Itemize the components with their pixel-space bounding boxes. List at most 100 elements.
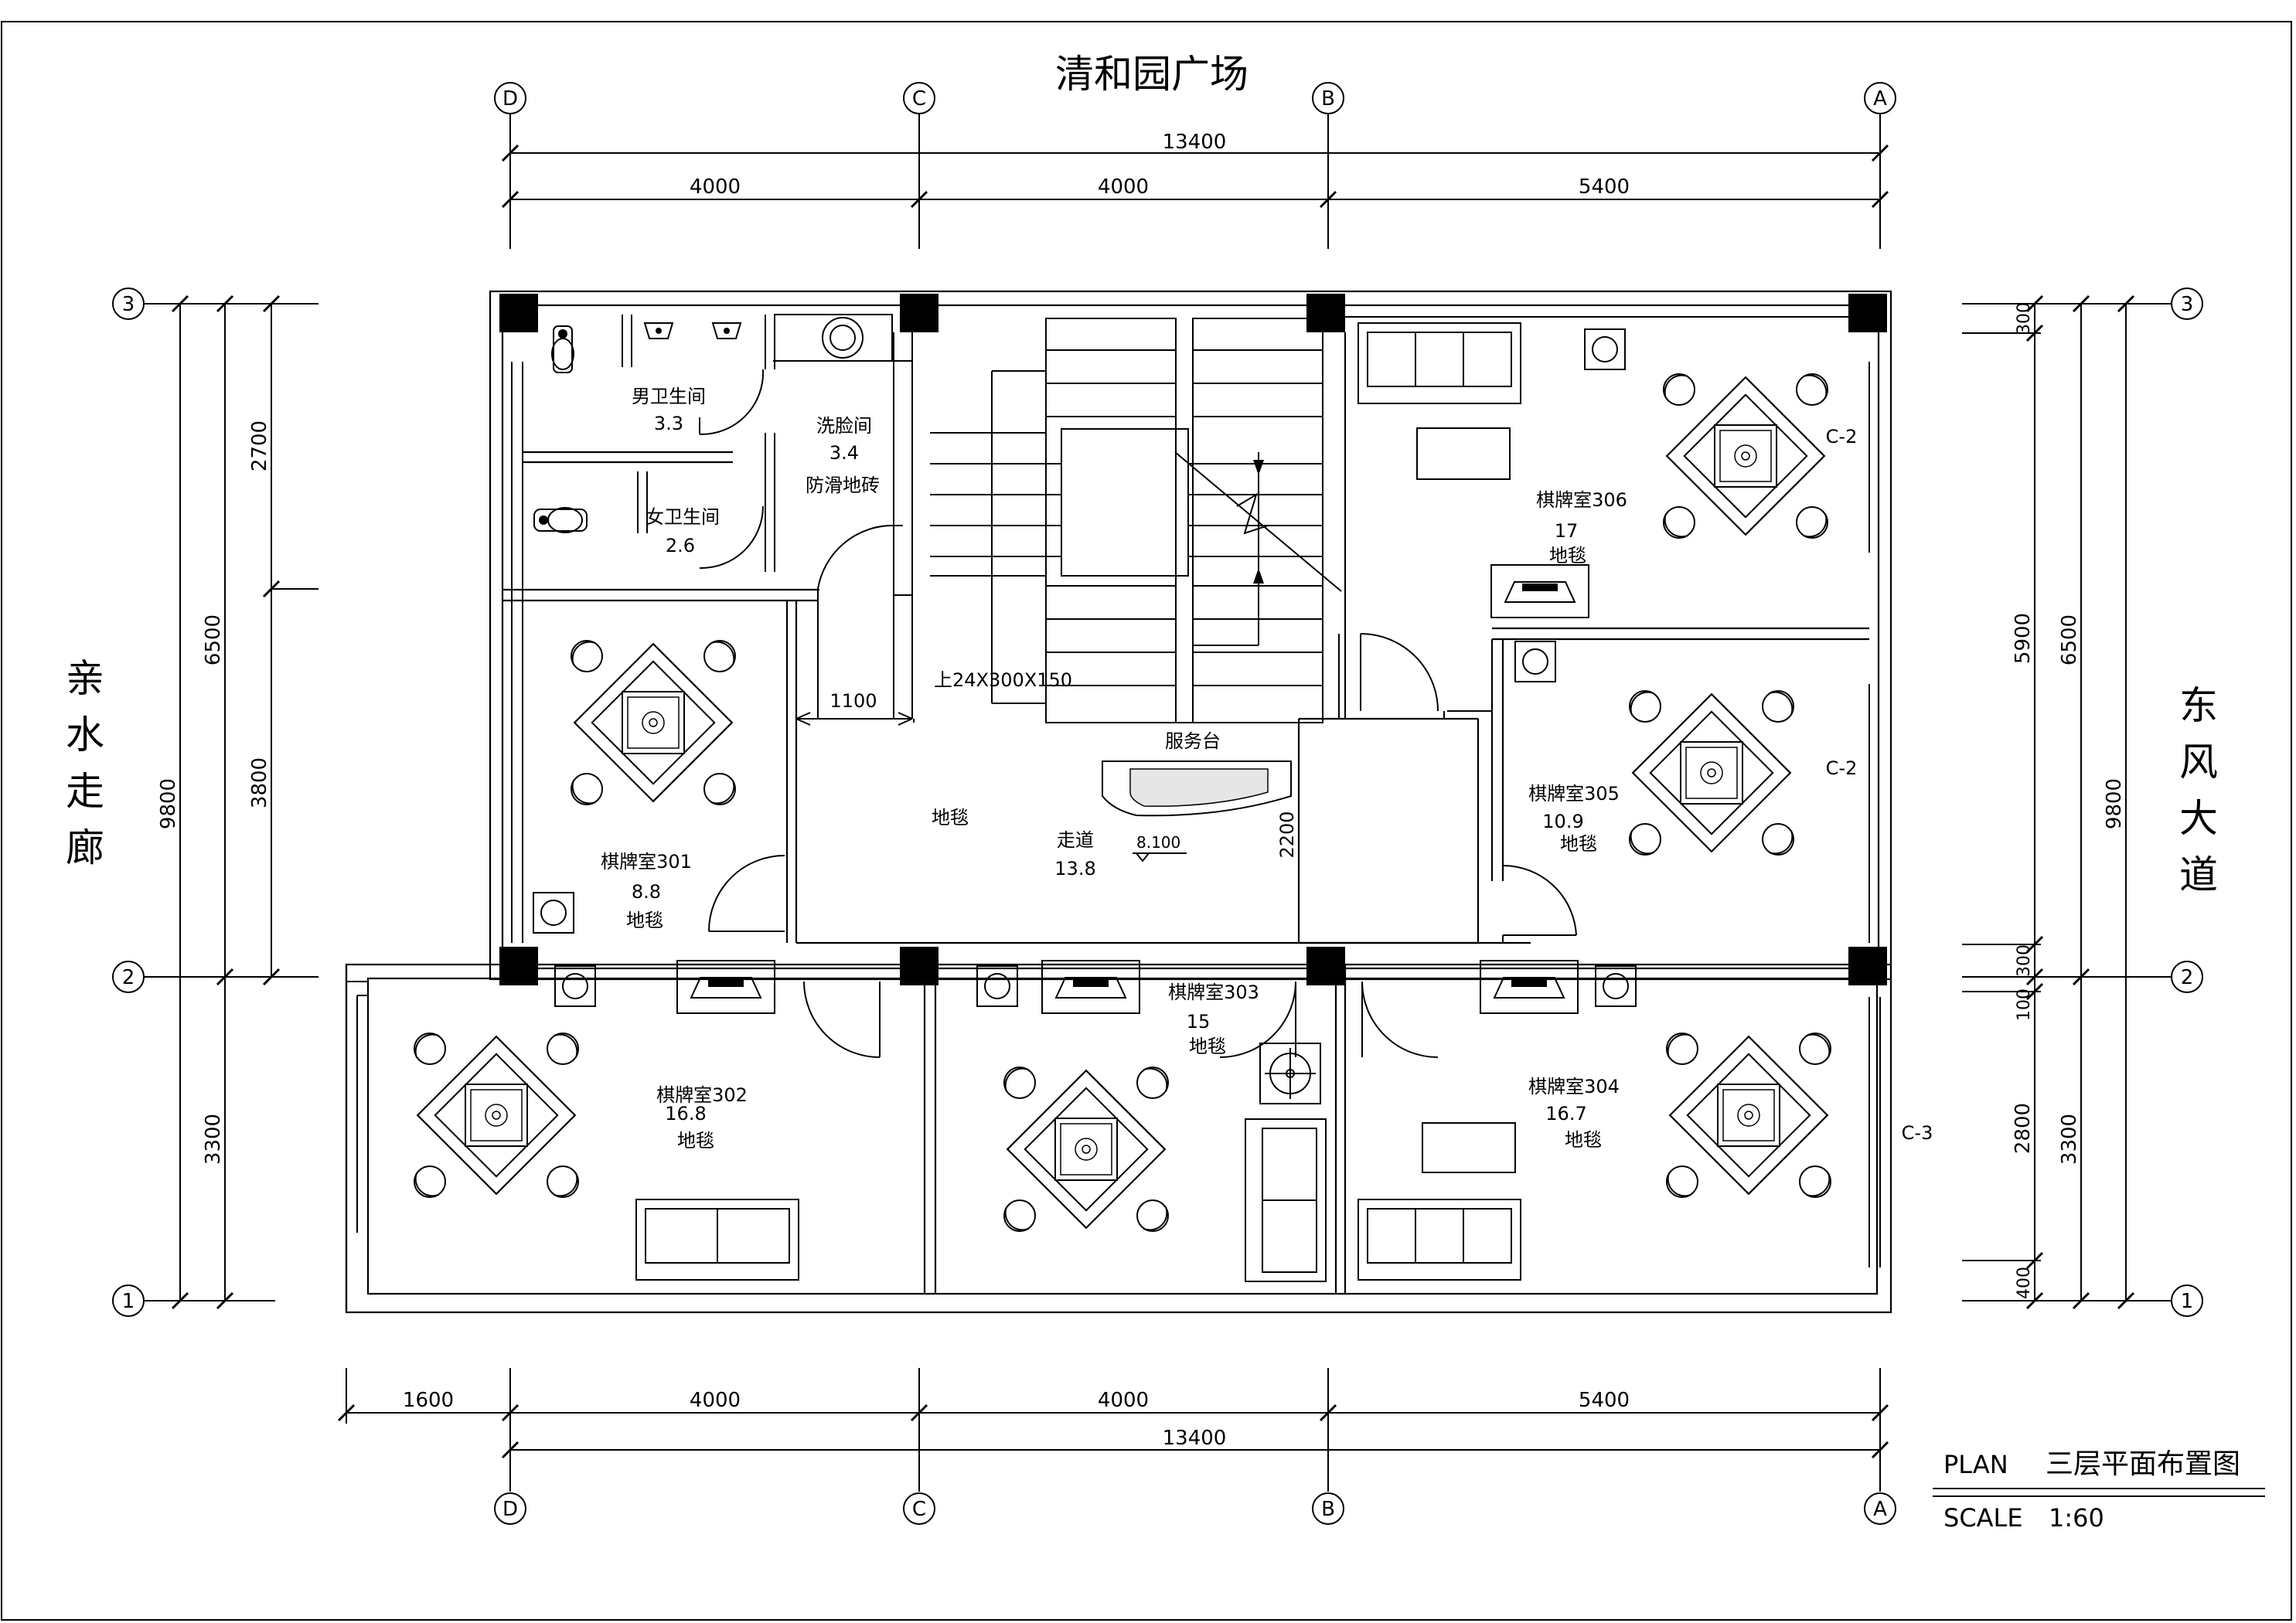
women-wc-name: 女卫生间 <box>646 506 720 528</box>
bottom-dimensions: 1600 4000 4000 5400 13400 <box>337 1368 1889 1492</box>
plant-303a <box>976 965 1018 1007</box>
grid-label-a-top: A <box>1873 87 1887 111</box>
room-304-floor: 地毯 <box>1565 1129 1602 1151</box>
urinal-2 <box>711 322 742 339</box>
grid-label-b-bottom: B <box>1321 1498 1335 1521</box>
room-306-name: 棋牌室306 <box>1536 489 1627 511</box>
grid-label-d-bottom: D <box>502 1498 518 1521</box>
room-305-floor: 地毯 <box>1560 833 1597 855</box>
title-block: PLAN 三层平面布置图 SCALE 1:60 <box>1933 1448 2265 1533</box>
room-301-area: 8.8 <box>632 881 661 903</box>
dim-left-mid-2: 3300 <box>202 1114 225 1165</box>
dim-left-outer: 9800 <box>157 778 180 829</box>
plants <box>533 328 1637 1007</box>
washroom-floor: 防滑地砖 <box>806 475 880 496</box>
svg-text:走: 走 <box>66 769 104 814</box>
grid-label-c-bottom: C <box>912 1498 926 1521</box>
coffee-tables <box>1259 427 1516 1173</box>
plant-306 <box>1584 328 1626 370</box>
plan-label: PLAN <box>1943 1450 2008 1479</box>
svg-text:风: 风 <box>2179 740 2218 784</box>
svg-text:水: 水 <box>66 713 104 757</box>
svg-text:廊: 廊 <box>66 825 104 870</box>
dim-hall-height: 2200 <box>1276 811 1298 858</box>
room-303-area: 15 <box>1187 1011 1211 1033</box>
grid-label-1-right: 1 <box>2181 1290 2194 1313</box>
mahjong-table-303 <box>998 1061 1175 1238</box>
corridor-name: 走道 <box>1057 829 1094 851</box>
squat-toilet-women <box>533 507 588 533</box>
mahjong-table-306 <box>1657 368 1834 545</box>
tv-306 <box>1490 564 1589 618</box>
sanitary-fixtures <box>533 314 893 533</box>
room-302-floor: 地毯 <box>677 1130 714 1152</box>
left-dimensions: 9800 6500 3300 2700 3800 3 2 1 <box>112 288 319 1317</box>
svg-text:亲: 亲 <box>66 656 104 701</box>
mahjong-table-304 <box>1661 1027 1838 1204</box>
right-street-label: 东 风 大 道 <box>2179 683 2218 897</box>
plant-304 <box>1595 965 1637 1007</box>
squat-toilet-men <box>551 325 574 373</box>
mahjong-table-305 <box>1623 685 1800 862</box>
dim-top-seg-1: 4000 <box>690 175 741 199</box>
dim-right-mid-2: 3300 <box>2058 1114 2081 1165</box>
dim-bottom-seg-4: 5400 <box>1579 1389 1630 1412</box>
dim-right-inner-4: 100 <box>2015 988 2034 1021</box>
room-302-area: 16.8 <box>665 1103 706 1125</box>
hall-floor: 地毯 <box>932 807 969 829</box>
room-labels: 男卫生间 3.3 女卫生间 2.6 洗脸间 3.4 防滑地砖 棋牌室301 8.… <box>601 386 1933 1152</box>
mahjong-table-302 <box>408 1027 585 1204</box>
tag-c2-305: C-2 <box>1826 757 1858 779</box>
sofa-302 <box>635 1199 799 1281</box>
dim-left-inner-1: 2700 <box>248 420 271 471</box>
grid-label-2-left: 2 <box>122 966 135 989</box>
room-304-name: 棋牌室304 <box>1528 1076 1620 1097</box>
stair-note: 上24X300X150 <box>934 669 1072 691</box>
dim-right-outer: 9800 <box>2103 778 2126 829</box>
doors <box>699 369 1577 1058</box>
room-304-area: 16.7 <box>1545 1103 1586 1125</box>
tag-c3: C-3 <box>1902 1122 1933 1144</box>
dim-right-mid-1: 6500 <box>2058 614 2081 665</box>
room-301-name: 棋牌室301 <box>601 851 692 873</box>
room-305-name: 棋牌室305 <box>1528 783 1620 805</box>
dim-left-inner-2: 3800 <box>248 757 271 808</box>
plan-title: 三层平面布置图 <box>2046 1448 2240 1480</box>
dim-top-seg-2: 4000 <box>1098 175 1149 199</box>
corridor-level: 8.100 <box>1136 833 1180 852</box>
mahjong-table-301 <box>565 635 742 812</box>
grid-label-3-right: 3 <box>2181 293 2194 316</box>
top-street-label: 清和园广场 <box>1055 52 1248 97</box>
dim-bottom-seg-1: 1600 <box>403 1389 454 1412</box>
washroom-name: 洗脸间 <box>816 415 872 437</box>
washroom-area: 3.4 <box>829 442 859 464</box>
service-desk-label: 服务台 <box>1165 730 1221 752</box>
room-303-name: 棋牌室303 <box>1168 982 1259 1003</box>
dim-bottom-total: 13400 <box>1163 1427 1227 1450</box>
room-306-floor: 地毯 <box>1549 545 1586 567</box>
dim-right-inner-3: 300 <box>2015 944 2034 977</box>
left-street-label: 亲 水 走 廊 <box>66 656 104 870</box>
dim-right-inner-6: 400 <box>2015 1267 2034 1299</box>
dim-right-inner-2: 5900 <box>2012 613 2035 664</box>
sofa-306 <box>1358 322 1521 404</box>
grid-bubbles-bottom: D C B A <box>494 1492 1896 1525</box>
dim-right-inner-5: 2800 <box>2012 1103 2035 1154</box>
grid-label-c-top: C <box>912 87 926 111</box>
sofa-304 <box>1358 1199 1521 1281</box>
room-305-area: 10.9 <box>1542 811 1583 832</box>
dim-right-inner-1: 300 <box>2015 302 2034 335</box>
grid-label-2-right: 2 <box>2181 966 2194 989</box>
grid-bubbles-top: D C B A <box>494 82 1896 143</box>
svg-text:道: 道 <box>2179 852 2218 897</box>
dim-bottom-seg-3: 4000 <box>1098 1389 1149 1412</box>
staircase <box>930 318 1342 723</box>
dim-top-seg-3: 5400 <box>1579 175 1630 199</box>
drawing-frame <box>1 21 2292 1621</box>
svg-text:大: 大 <box>2179 796 2218 841</box>
top-dimensions: 13400 4000 4000 5400 <box>501 114 1889 249</box>
men-wc-name: 男卫生间 <box>632 386 706 407</box>
plant-301 <box>533 892 574 934</box>
scale-value: 1:60 <box>2049 1503 2104 1533</box>
service-desk: 服务台 <box>1102 730 1292 817</box>
